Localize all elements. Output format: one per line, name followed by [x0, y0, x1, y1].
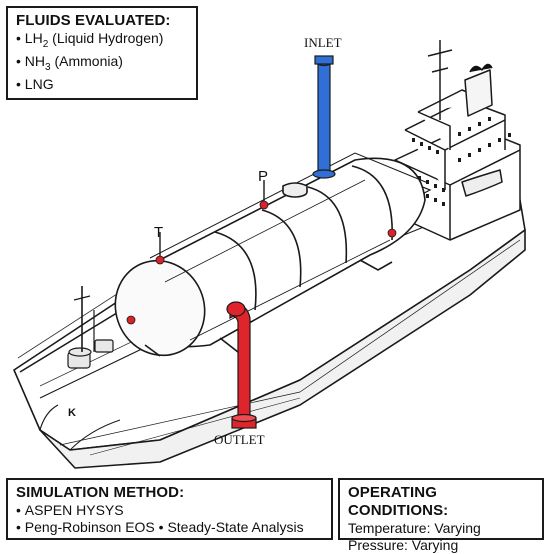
fluid-item: NH3 (Ammonia): [16, 53, 188, 76]
fluid-item: LH2 (Liquid Hydrogen): [16, 30, 188, 53]
temperature-condition: Temperature: Varying: [348, 520, 481, 536]
simulation-item: ASPEN HYSYS: [16, 502, 323, 519]
fluids-title: FLUIDS EVALUATED:: [16, 12, 171, 29]
fluid-item: LNG: [16, 76, 188, 93]
simulation-item: Peng-Robinson EOS • Steady-State Analysi…: [16, 519, 323, 536]
bow-mark: K: [68, 407, 76, 419]
operating-conditions-panel: OPERATING CONDITIONS: Temperature: Varyi…: [338, 478, 544, 553]
pressure-sensor: [259, 180, 269, 210]
inlet-pipe: [312, 55, 336, 179]
cargo-tank: [114, 152, 432, 357]
simulation-method-panel: SIMULATION METHOD: ASPEN HYSYS Peng-Robi…: [6, 478, 333, 540]
simulation-title: SIMULATION METHOD:: [16, 484, 185, 501]
operating-title: OPERATING CONDITIONS:: [348, 484, 449, 519]
rear-sensor: [387, 228, 397, 238]
inlet-label: INLET: [304, 35, 342, 50]
temperature-sensor: [155, 232, 165, 265]
temperature-tag: T: [154, 224, 163, 241]
pressure-tag: P: [258, 168, 268, 185]
pressure-condition: Pressure: Varying: [348, 537, 459, 553]
side-sensor: [126, 315, 136, 325]
outlet-pipe: [226, 301, 257, 429]
bow-equipment: [67, 286, 114, 369]
fluids-evaluated-panel: FLUIDS EVALUATED: LH2 (Liquid Hydrogen) …: [6, 6, 198, 100]
outlet-label: OUTLET: [214, 432, 265, 447]
